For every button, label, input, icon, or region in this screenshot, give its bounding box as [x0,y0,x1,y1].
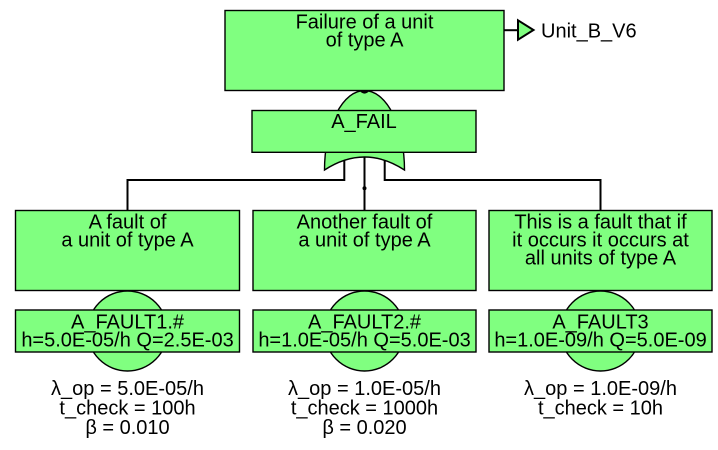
svg-text:A_FAULT3: A_FAULT3 [552,312,648,334]
svg-text:A_FAULT1.#: A_FAULT1.# [71,312,185,334]
svg-text:of type A: of type A [326,29,404,51]
svg-text:all units of type A: all units of type A [525,247,677,269]
svg-text:λ_op = 1.0E-09/h: λ_op = 1.0E-09/h [524,378,677,400]
svg-text:β = 0.020: β = 0.020 [322,417,406,439]
svg-text:λ_op = 1.0E-05/h: λ_op = 1.0E-05/h [288,378,441,400]
svg-text:h=1.0E-05/h Q=5.0E-03: h=1.0E-05/h Q=5.0E-03 [258,330,470,352]
svg-text:Failure of a unit: Failure of a unit [296,11,434,33]
svg-text:it occurs it occurs at: it occurs it occurs at [512,229,689,251]
svg-text:Unit_B_V6: Unit_B_V6 [541,21,637,43]
svg-text:h=1.0E-09/h Q=5.0E-09: h=1.0E-09/h Q=5.0E-09 [494,330,706,352]
svg-text:a unit of type A: a unit of type A [61,229,194,251]
svg-text:a unit of type A: a unit of type A [298,229,431,251]
svg-text:t_check = 100h: t_check = 100h [59,398,195,420]
svg-text:t_check = 1000h: t_check = 1000h [291,398,438,420]
svg-text:A_FAULT2.#: A_FAULT2.# [308,312,422,334]
svg-text:t_check = 10h: t_check = 10h [538,398,663,420]
svg-text:A_FAIL: A_FAIL [331,111,397,133]
svg-text:h=5.0E-05/h Q=2.5E-03: h=5.0E-05/h Q=2.5E-03 [21,330,233,352]
svg-text:A fault of: A fault of [89,211,167,233]
svg-text:β = 0.010: β = 0.010 [85,417,169,439]
svg-text:This is a fault that if: This is a fault that if [514,211,687,233]
svg-text:λ_op = 5.0E-05/h: λ_op = 5.0E-05/h [51,378,204,400]
svg-text:Another fault of: Another fault of [297,211,433,233]
